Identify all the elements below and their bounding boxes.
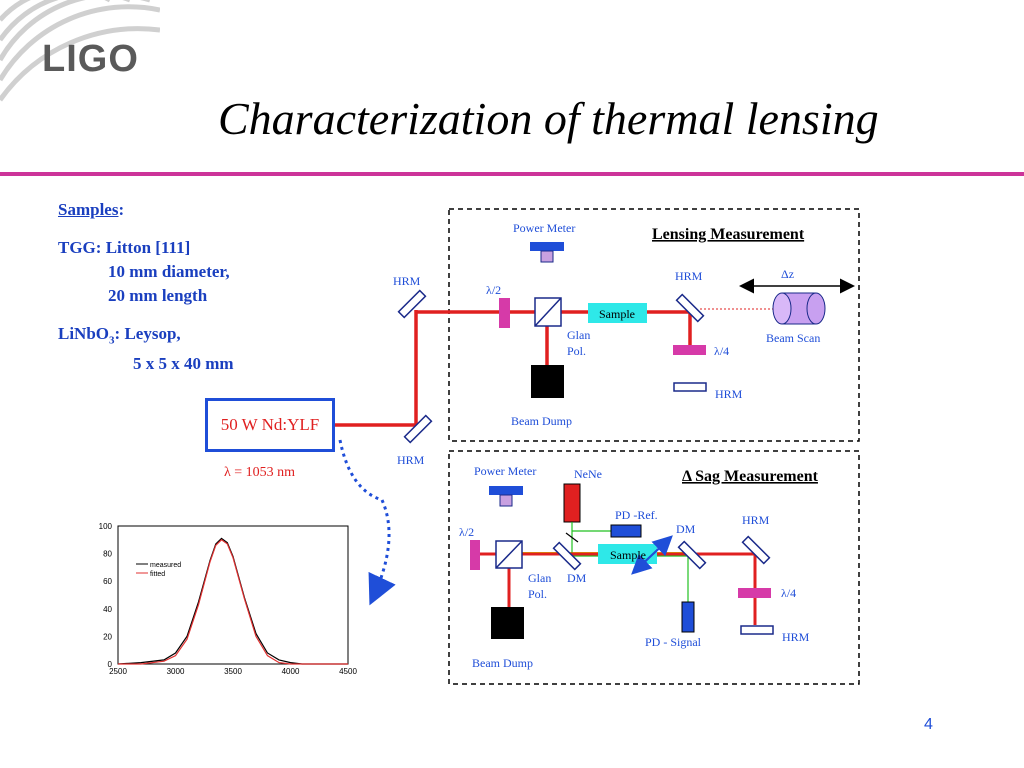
thermal-profile-plot: 2500 3000 3500 4000 4500 0 20 40 60 80 100 measure… bbox=[99, 522, 358, 676]
dm-left-label: DM bbox=[567, 571, 587, 585]
x-tick-label: 4000 bbox=[282, 667, 300, 676]
sag-quarter-wave-label: λ/4 bbox=[781, 586, 796, 600]
lensing-box bbox=[448, 208, 860, 442]
pd-ref bbox=[610, 524, 642, 538]
hrm-right-mirror bbox=[675, 293, 705, 323]
hrm-left-label: HRM bbox=[393, 274, 421, 288]
y-tick-label: 80 bbox=[103, 550, 112, 559]
dm-top-mirror bbox=[677, 540, 707, 570]
laser-to-plot-arrow bbox=[338, 439, 396, 606]
x-tick-label: 2500 bbox=[109, 667, 127, 676]
sag-power-meter-label: Power Meter bbox=[474, 464, 536, 478]
tgg-line: TGG: Litton [111] bbox=[58, 238, 191, 257]
samples-heading: Samples bbox=[58, 200, 119, 219]
hrm-right-label: HRM bbox=[675, 269, 703, 283]
y-tick-label: 60 bbox=[103, 577, 112, 586]
sag-hrm-bottom-mirror bbox=[740, 625, 774, 635]
sag-hrm-top-label: HRM bbox=[742, 513, 770, 527]
plot-legend: measured fitted bbox=[136, 562, 181, 578]
power-meter bbox=[530, 242, 564, 263]
ligo-logo-arcs bbox=[0, 0, 160, 102]
sample-lensing bbox=[588, 303, 647, 323]
x-tick-label: 4500 bbox=[339, 667, 357, 676]
laser-label: 50 W Nd:YLF bbox=[220, 415, 320, 434]
power-meter-label: Power Meter bbox=[513, 221, 575, 235]
sag-half-wave-plate bbox=[470, 540, 480, 570]
pd-signal bbox=[681, 601, 695, 633]
x-tick-label: 3500 bbox=[224, 667, 242, 676]
nene-diag bbox=[565, 532, 579, 543]
laser-beam bbox=[335, 310, 692, 427]
tgg-length: 20 mm length bbox=[108, 286, 208, 305]
legend-measured: measured bbox=[150, 562, 181, 569]
beam-scan-device bbox=[772, 292, 826, 325]
wavelength-label: λ = 1053 nm bbox=[224, 465, 296, 480]
half-wave-label: λ/2 bbox=[486, 283, 501, 297]
beam-dump bbox=[531, 365, 564, 398]
dm-top-label: DM bbox=[676, 522, 696, 536]
series-measured bbox=[117, 537, 348, 665]
y-tick-label: 100 bbox=[99, 522, 113, 531]
sag-sample-arrow-back bbox=[631, 537, 671, 575]
series-fitted bbox=[118, 539, 348, 665]
title-divider bbox=[0, 172, 1024, 176]
sag-hrm-top-mirror bbox=[741, 535, 771, 565]
x-tick-label: 3000 bbox=[167, 667, 185, 676]
dm-left-mirror bbox=[552, 541, 582, 571]
sag-half-wave-label: λ/2 bbox=[459, 525, 474, 539]
sag-pol-label: Pol. bbox=[528, 587, 547, 601]
sag-glan-label: Glan bbox=[528, 571, 551, 585]
sag-glan-polarizer bbox=[495, 540, 523, 569]
sag-hrm-bottom-label: HRM bbox=[782, 630, 810, 644]
half-wave-plate bbox=[499, 298, 510, 328]
y-tick-label: 20 bbox=[103, 632, 112, 641]
quarter-wave-plate bbox=[673, 345, 706, 355]
y-tick-label: 40 bbox=[103, 605, 112, 614]
glan-polarizer bbox=[534, 297, 562, 327]
legend-fitted: fitted bbox=[150, 571, 165, 578]
hrm-bottom-left-mirror bbox=[403, 414, 433, 444]
lensing-title: Lensing Measurement bbox=[652, 226, 805, 243]
pd-ref-label: PD -Ref. bbox=[615, 508, 658, 522]
linbo-line: LiNbO3: Leysop, bbox=[58, 324, 181, 347]
nene-laser bbox=[563, 483, 581, 523]
quarter-wave-label: λ/4 bbox=[714, 344, 729, 358]
linbo-size: 5 x 5 x 40 mm bbox=[133, 354, 234, 374]
sag-power-meter bbox=[489, 486, 523, 507]
hrm-left-mirror bbox=[397, 289, 427, 319]
slide-title: Characterization of thermal lensing bbox=[218, 93, 879, 144]
nene-label: NeNe bbox=[574, 467, 602, 481]
sag-quarter-wave-plate bbox=[738, 588, 771, 598]
sag-sample-label: Sample bbox=[610, 548, 646, 562]
tgg-diameter: 10 mm diameter, bbox=[108, 262, 230, 281]
plot-frame bbox=[117, 525, 349, 665]
delta-z-label: Δz bbox=[781, 267, 794, 281]
sag-box bbox=[448, 450, 860, 685]
ligo-logo: LIGO bbox=[42, 38, 139, 80]
beam-scan-label: Beam Scan bbox=[766, 331, 820, 345]
beam-dump-label: Beam Dump bbox=[511, 414, 572, 428]
pol-label: Pol. bbox=[567, 344, 586, 358]
hrm-bottom-left-label: HRM bbox=[397, 453, 425, 467]
samples-block: Samples: TGG: Litton [111] 10 mm diamete… bbox=[58, 198, 234, 376]
sag-title: Δ Sag Measurement bbox=[682, 468, 819, 485]
glan-label: Glan bbox=[567, 328, 590, 342]
hrm-bottom-mirror bbox=[673, 382, 707, 392]
slide-number: 4 bbox=[924, 716, 933, 733]
laser-source-box: 50 W Nd:YLF bbox=[205, 398, 335, 452]
y-tick-label: 0 bbox=[108, 660, 113, 669]
pd-signal-label: PD - Signal bbox=[645, 635, 702, 649]
sag-beam-dump bbox=[491, 607, 524, 639]
sample-label: Sample bbox=[599, 307, 635, 321]
hrm-bottom-label: HRM bbox=[715, 387, 743, 401]
sag-beam-dump-label: Beam Dump bbox=[472, 656, 533, 670]
